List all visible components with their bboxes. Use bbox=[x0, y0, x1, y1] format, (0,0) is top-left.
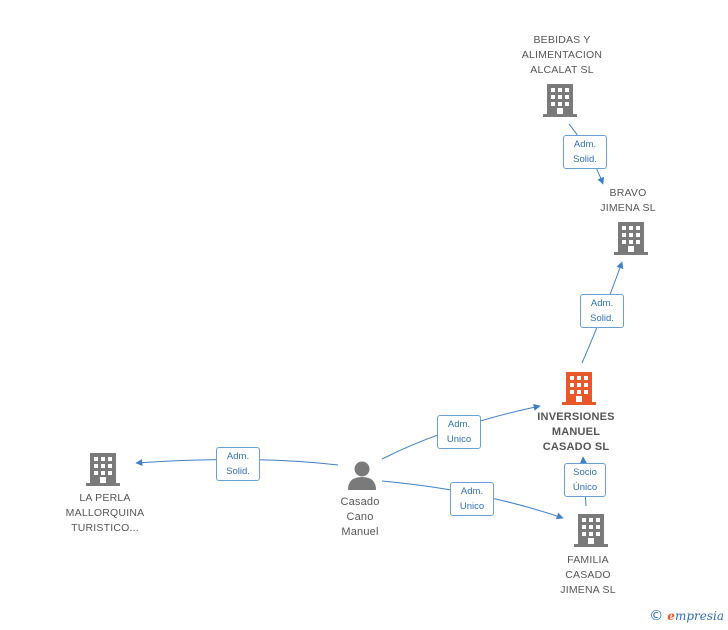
node-bebidas-label[interactable]: BEBIDAS Y ALIMENTACION ALCALAT SL bbox=[521, 34, 603, 76]
edge-label-casado-inversiones: Adm. Unico bbox=[437, 415, 481, 449]
edge-label-bebidas-bravo: Adm. Solid. bbox=[563, 135, 607, 169]
brand-name: mpresia bbox=[674, 609, 724, 623]
brand-initial: e bbox=[667, 609, 675, 623]
building-icon-perla bbox=[86, 453, 120, 486]
node-inversiones-label[interactable]: INVERSIONES MANUEL CASADO SL bbox=[537, 411, 615, 453]
node-perla-label[interactable]: LA PERLA MALLORQUINA TURISTICO... bbox=[65, 492, 145, 534]
building-icon-bravo bbox=[614, 222, 648, 255]
node-familia-label[interactable]: FAMILIA CASADO JIMENA SL bbox=[560, 554, 616, 596]
edge-label-inversiones-bravo: Adm. Solid. bbox=[580, 294, 624, 328]
building-icon-bebidas bbox=[543, 84, 577, 117]
node-casado-label[interactable]: Casado Cano Manuel bbox=[340, 496, 380, 538]
empresia-brand[interactable]: ©empresia bbox=[649, 608, 724, 624]
copyright-symbol: © bbox=[649, 608, 664, 624]
edge-label-familia-inversiones: Socio Único bbox=[564, 463, 606, 497]
edge-label-casado-familia: Adm. Unico bbox=[450, 482, 494, 516]
edge-label-casado-perla: Adm. Solid. bbox=[216, 447, 260, 481]
building-icon-inversiones bbox=[562, 372, 596, 405]
node-bravo-label[interactable]: BRAVO JIMENA SL bbox=[600, 187, 656, 214]
person-icon-casado bbox=[348, 461, 376, 490]
building-icon-familia bbox=[574, 514, 608, 547]
